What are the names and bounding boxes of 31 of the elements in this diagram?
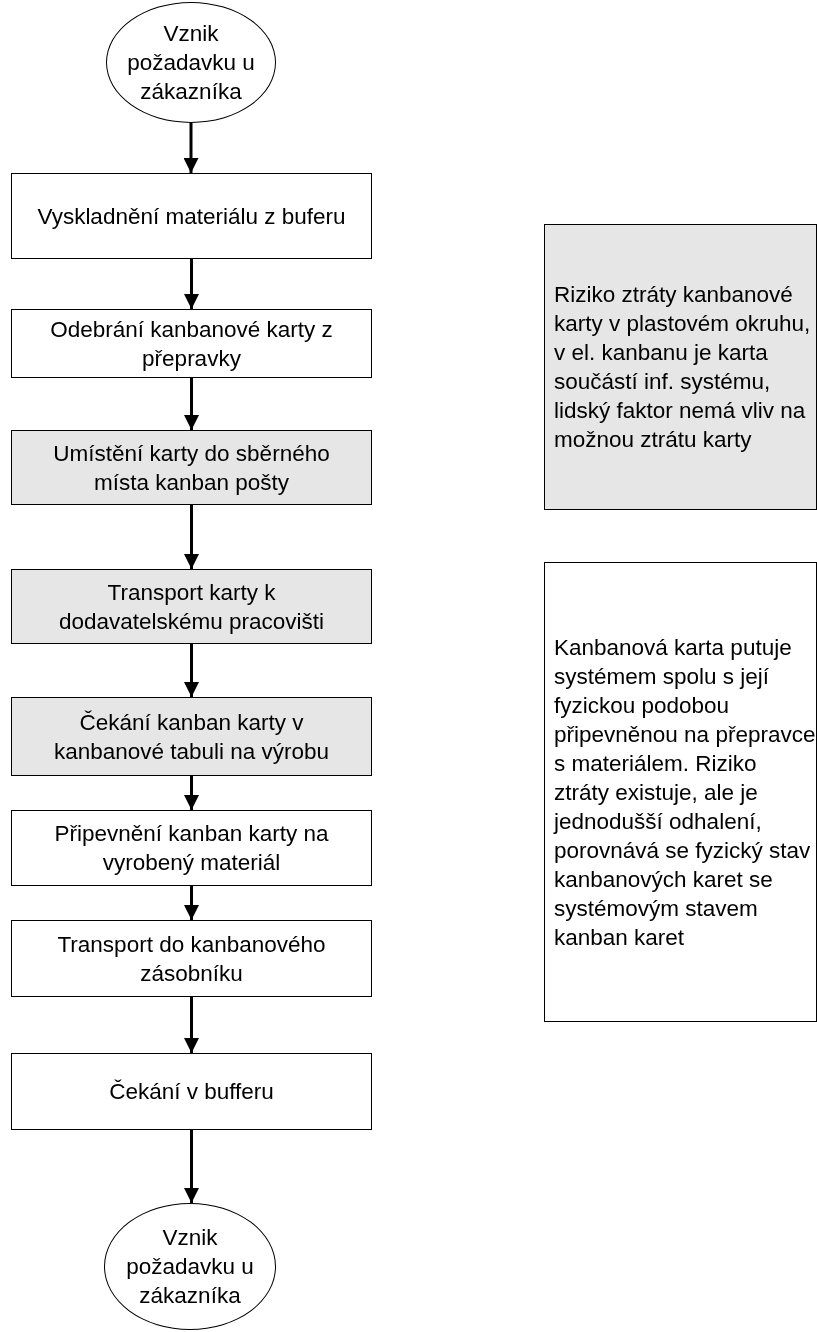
note-box bbox=[544, 562, 817, 1022]
node-text: Vyskladnění materiálu z buferu bbox=[37, 202, 346, 231]
process-box bbox=[11, 309, 372, 378]
process-box bbox=[11, 430, 372, 505]
process-box bbox=[11, 173, 372, 259]
node-text: Transport do kanbanového zásobníku bbox=[56, 930, 327, 988]
arrow bbox=[184, 378, 199, 430]
node-text: Riziko ztráty kanbanové karty v plastovém okruhu, v el. kanbanu je karta součástí inf. systému, lidský faktor nemá vliv na možnou ztrátu karty bbox=[554, 281, 812, 454]
arrow bbox=[184, 505, 199, 569]
process-box bbox=[11, 697, 372, 776]
process-box bbox=[11, 1053, 372, 1130]
arrow bbox=[184, 259, 199, 309]
node-text: Odebrání kanbanové karty z přepravky bbox=[49, 315, 334, 373]
process-box bbox=[11, 810, 372, 886]
node-text: Kanbanová karta putuje systémem spolu s její fyzickou podobou připevněnou na přepravce s materiálem. Riziko ztráty existuje, ale je jednodušší odhalení, porovnává se fyzický stav kanbanových karet se systémovým stavem kanban karet bbox=[554, 633, 816, 952]
node-text: Vznik požadavku u zákazníka bbox=[125, 1224, 255, 1310]
node-text: Čekání v bufferu bbox=[109, 1078, 274, 1106]
arrow bbox=[184, 1130, 199, 1203]
node-text: Umístění karty do sběrného místa kanban pošty bbox=[52, 439, 331, 497]
arrow bbox=[184, 997, 199, 1053]
node-text: Transport karty k dodavatelskému pracovišti bbox=[57, 578, 326, 636]
process-box bbox=[11, 920, 372, 997]
node-text: Čekání kanban karty v kanbanové tabuli na výrobu bbox=[52, 708, 331, 766]
node-text: Vznik požadavku u zákazníka bbox=[126, 20, 256, 106]
arrow bbox=[184, 776, 199, 810]
note-box bbox=[544, 224, 817, 510]
process-box bbox=[11, 569, 372, 644]
arrow bbox=[184, 886, 199, 920]
arrow bbox=[184, 644, 199, 697]
arrow bbox=[183, 123, 199, 173]
node-text: Připevnění kanban karty na vyrobený materiál bbox=[53, 820, 330, 877]
